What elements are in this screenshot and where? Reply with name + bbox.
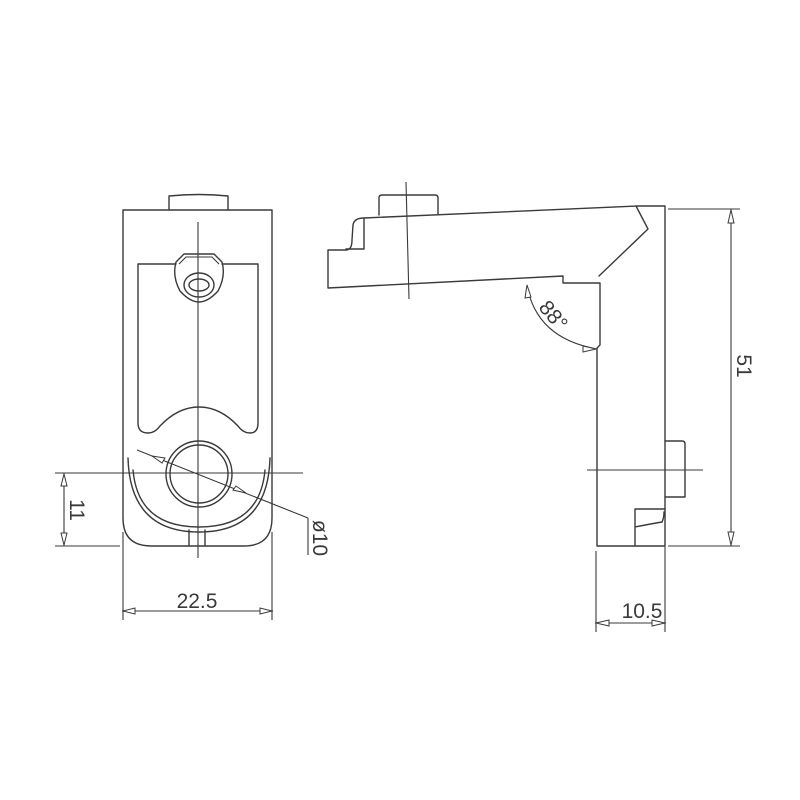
diameter-label: ø10 <box>308 520 331 556</box>
side-top-tab <box>378 194 439 216</box>
diameter-leader <box>136 449 309 519</box>
front-outer-body <box>122 209 273 547</box>
front-inner-slot <box>137 263 259 434</box>
dim-22-5-label: 22.5 <box>177 590 218 613</box>
side-arm <box>327 205 666 547</box>
hole-inner <box>169 444 229 504</box>
screw-head <box>173 253 225 303</box>
side-vertical-centerline <box>405 181 410 300</box>
hole-outer <box>165 440 233 508</box>
angle-label: 88° <box>534 296 572 335</box>
dim-10-5-label: 10.5 <box>622 600 663 623</box>
front-lower-groove <box>127 457 271 533</box>
dim-51: 51 <box>668 208 755 547</box>
dim-10-5: 10.5 <box>595 546 666 632</box>
side-view: 88° <box>327 181 703 547</box>
dim-51-label: 51 <box>732 354 755 377</box>
front-top-tab <box>168 193 229 211</box>
dim-11-label: 11 <box>65 499 88 521</box>
front-view <box>90 193 309 558</box>
side-bevel <box>598 205 649 277</box>
dim-22-5: 22.5 <box>122 532 273 620</box>
dim-11: 11 <box>55 472 120 547</box>
